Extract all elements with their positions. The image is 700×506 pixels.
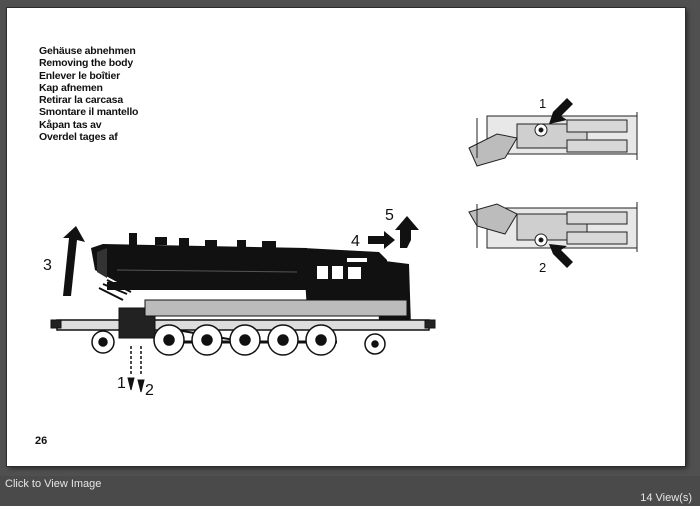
heading-dutch: Kap afnemen [39, 81, 103, 94]
bottom-view-label-2: 2 [539, 260, 546, 275]
heading-danish: Overdel tages af [39, 131, 118, 144]
viewer-footer: Click to View Image 14 View(s) [0, 476, 700, 506]
top-view-label-1: 1 [539, 96, 546, 111]
heading-english: Removing the body [39, 57, 134, 70]
view-count: 14 View(s) [640, 492, 692, 504]
locomotive-wheels [91, 324, 386, 356]
up-arrow-icon [395, 216, 419, 248]
locomotive-illustration: 3 4 5 [43, 96, 638, 399]
label-3: 3 [43, 257, 52, 274]
locomotive-body [91, 233, 411, 326]
pointer-arrow-icon [549, 244, 573, 268]
viewer-frame: Gehäuse abnehmen Removing the body Enlev… [7, 8, 685, 466]
heading-spanish: Retirar la carcasa [39, 94, 123, 107]
click-to-view-link[interactable]: Click to View Image [5, 478, 102, 490]
lift-arrow-icon [63, 226, 85, 296]
label-5: 5 [385, 207, 394, 224]
heading-german: Gehäuse abnehmen [39, 45, 136, 57]
heading-italian: Smontare il mantello [39, 106, 139, 119]
heading-swedish: Kåpan tas av [39, 118, 102, 131]
label-4: 4 [351, 233, 360, 250]
page-number: 26 [35, 435, 48, 447]
manual-page[interactable]: Gehäuse abnehmen Removing the body Enlev… [7, 8, 685, 466]
slide-arrow-icon [368, 231, 395, 249]
top-view-chassis-upper [468, 112, 638, 167]
screw-label-2: 2 [145, 382, 154, 399]
pointer-arrow-icon [549, 98, 573, 124]
instruction-headings: Gehäuse abnehmen Removing the body Enlev… [39, 45, 138, 143]
heading-french: Enlever le boîtier [39, 69, 121, 82]
screw-label-1: 1 [117, 375, 126, 392]
screw-markers [127, 346, 145, 393]
